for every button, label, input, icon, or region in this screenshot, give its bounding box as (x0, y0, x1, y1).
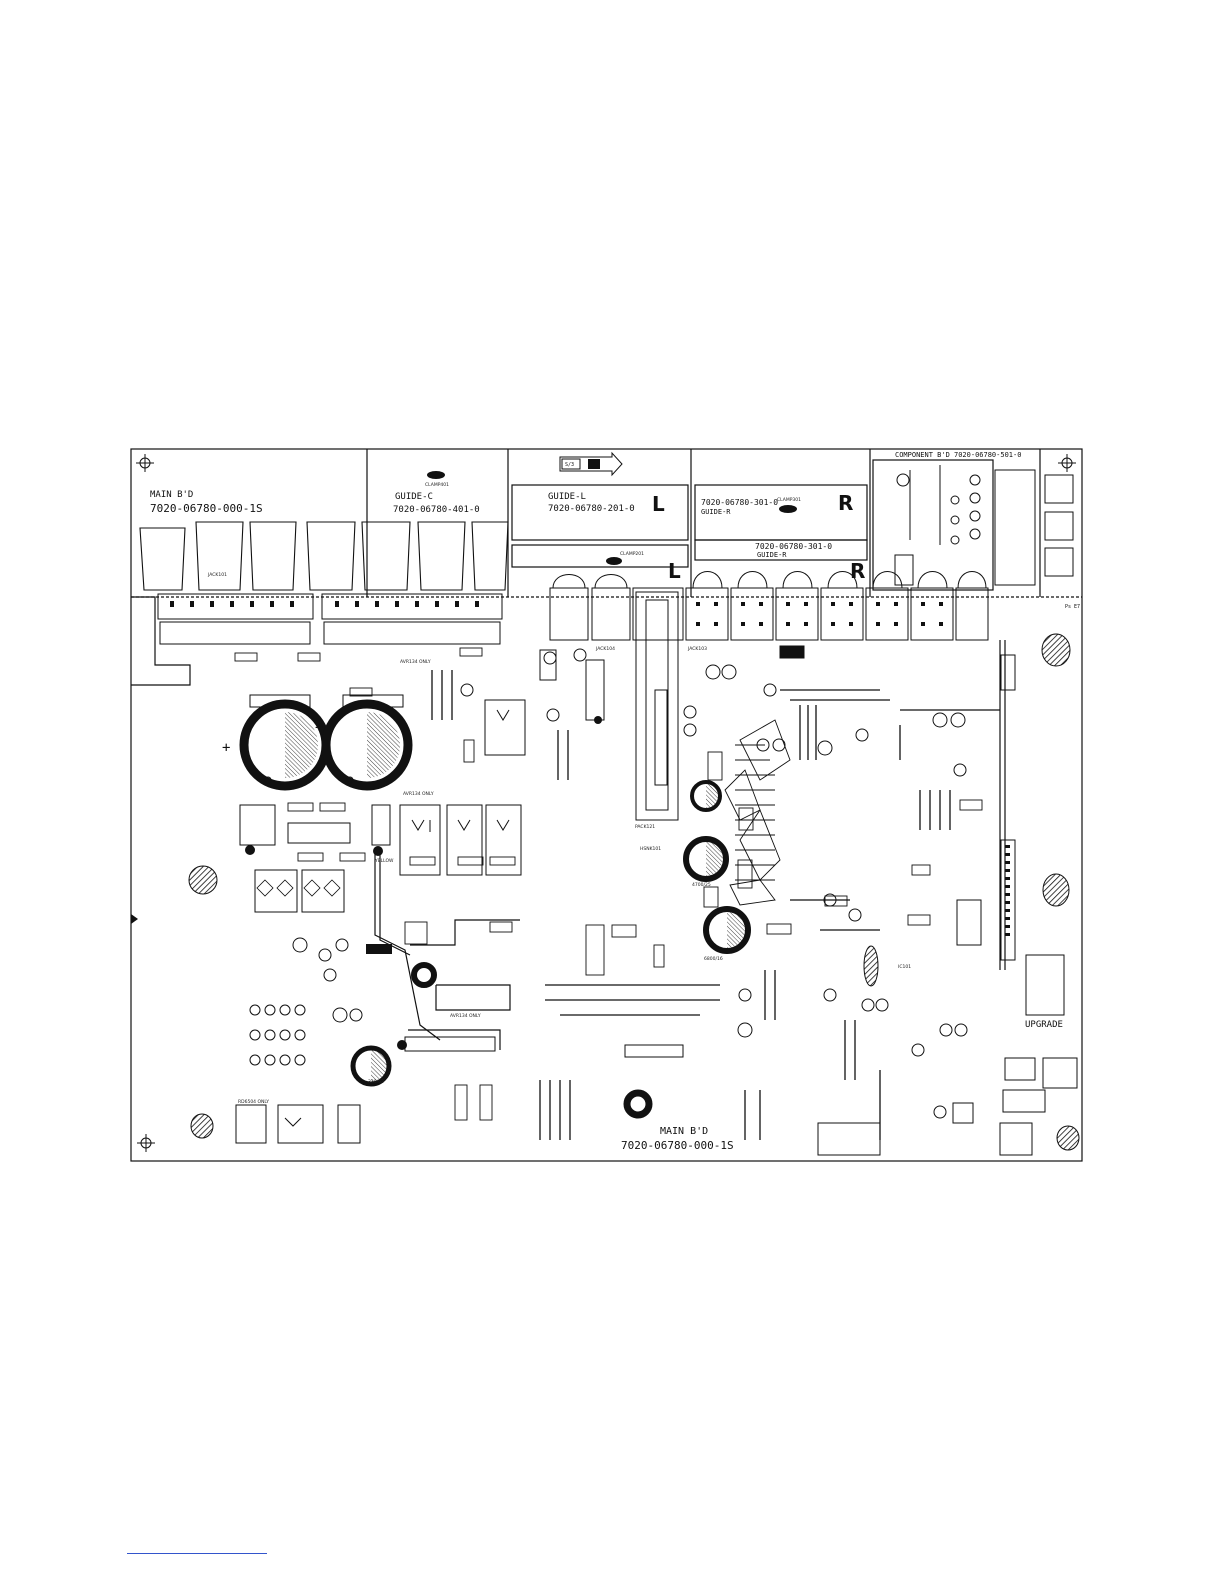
registration-mark-top-right (1058, 454, 1076, 472)
guide-r-title-bottom: GUIDE-R (757, 551, 787, 559)
clamp-301-shape (779, 505, 797, 513)
clamp-401-shape (427, 471, 445, 479)
guide-l-title: GUIDE-L (548, 492, 586, 502)
upgrade-label: UPGRADE (1025, 1020, 1063, 1030)
guide-c-title: GUIDE-C (395, 492, 433, 502)
component-board-title: COMPONENT B'D 7020-06780-501-0 (895, 451, 1021, 459)
cap-label-4700-25: 4700/25 (692, 882, 711, 888)
center-capacitor-upper (690, 780, 722, 812)
clamp-401-label: CLAMP401 (425, 482, 449, 488)
orientation-arrow-tag: S/3 (559, 451, 623, 477)
clamp-201-label: CLAMP201 (620, 551, 644, 557)
guide-l-part: 7020-06780-201-0 (548, 504, 635, 514)
small-components (234, 647, 983, 1121)
cap-label-330-63: 330/63 (368, 1079, 384, 1085)
right-header-connectors (404, 654, 1078, 1156)
main-board-part-top: 7020-06780-000-1S (150, 502, 263, 515)
board-outline (130, 448, 1083, 1162)
filter-capacitor-left: + (222, 694, 331, 791)
avr134-only-label-3: AVR134 ONLY (450, 1013, 481, 1019)
guide-r-part-top: 7020-06780-301-0 (701, 498, 778, 507)
yellow-wire-label: YELLOW (374, 858, 394, 864)
mounting-hole-1 (411, 962, 437, 988)
terminal-strip (157, 593, 503, 645)
ground-pad-1 (245, 845, 255, 855)
clamp-201-shape (606, 557, 622, 565)
svg-text:+: + (222, 740, 230, 756)
pcb-code: Ps E7 (1065, 604, 1080, 610)
edge-arrow-marker (131, 914, 138, 924)
resistor-ticks (431, 670, 951, 1140)
center-capacitor-lower (703, 906, 751, 954)
rd6504-only-label: RD6504 ONLY (238, 1099, 269, 1105)
speaker-terminal-tabs (139, 521, 509, 591)
cap-label-6800-16: 6800/16 (704, 956, 723, 962)
wire-clamp-block (366, 944, 392, 954)
jack-104-label: JACK104 (595, 646, 615, 652)
letter-r-top: R (838, 491, 853, 515)
guide-r-title-top: GUIDE-R (701, 508, 731, 516)
avr134-only-label-2: AVR134 ONLY (403, 791, 434, 797)
center-capacitor-mid (683, 836, 729, 882)
guide-c-part: 7020-06780-401-0 (393, 505, 480, 515)
hatched-ground-pads (188, 633, 1080, 1151)
registration-mark-bottom-left (137, 1134, 155, 1152)
center-ic-strip (539, 591, 679, 821)
terminal-strip-pins (170, 601, 479, 607)
avr134-only-label-1: AVR134 ONLY (400, 659, 431, 665)
ic101-label: IC101 (898, 964, 911, 970)
rca-jack-pads (696, 602, 943, 658)
letter-l-bottom: L (668, 559, 681, 583)
signal-traces (374, 640, 1006, 1050)
bridge-rectifiers (256, 879, 341, 897)
clamp-301-label: CLAMP301 (777, 497, 801, 503)
main-board-part-bottom: 7020-06780-000-1S (621, 1139, 734, 1152)
heatsink-label: HSNK101 (640, 846, 661, 852)
rca-jack-row (549, 571, 989, 641)
relay-contacts (284, 709, 510, 1127)
filter-capacitor-right: + (315, 694, 413, 791)
main-board-title-bottom: MAIN B'D (660, 1126, 708, 1137)
s3-label: S/3 (565, 462, 574, 468)
small-electrolytic-caps (249, 648, 968, 1119)
component-board-parts (894, 465, 1074, 586)
main-board-title-top: MAIN B'D (150, 490, 193, 500)
jack-103-label: JACK103 (687, 646, 707, 652)
footer-rule (127, 1553, 267, 1554)
mounting-hole-2 (623, 1089, 653, 1119)
pack-121-label: PACK121 (635, 824, 655, 830)
registration-mark-top-left (136, 454, 154, 472)
jack-101-label: JACK101 (207, 572, 227, 578)
letter-l-top: L (652, 492, 665, 516)
letter-r-bottom: R (850, 559, 865, 583)
relay-blocks (235, 699, 526, 1144)
ic-pins (1005, 845, 1010, 936)
bottom-left-capacitor (350, 1045, 392, 1087)
guide-r-part-bottom: 7020-06780-301-0 (755, 542, 832, 551)
svg-text:+: + (315, 720, 323, 736)
